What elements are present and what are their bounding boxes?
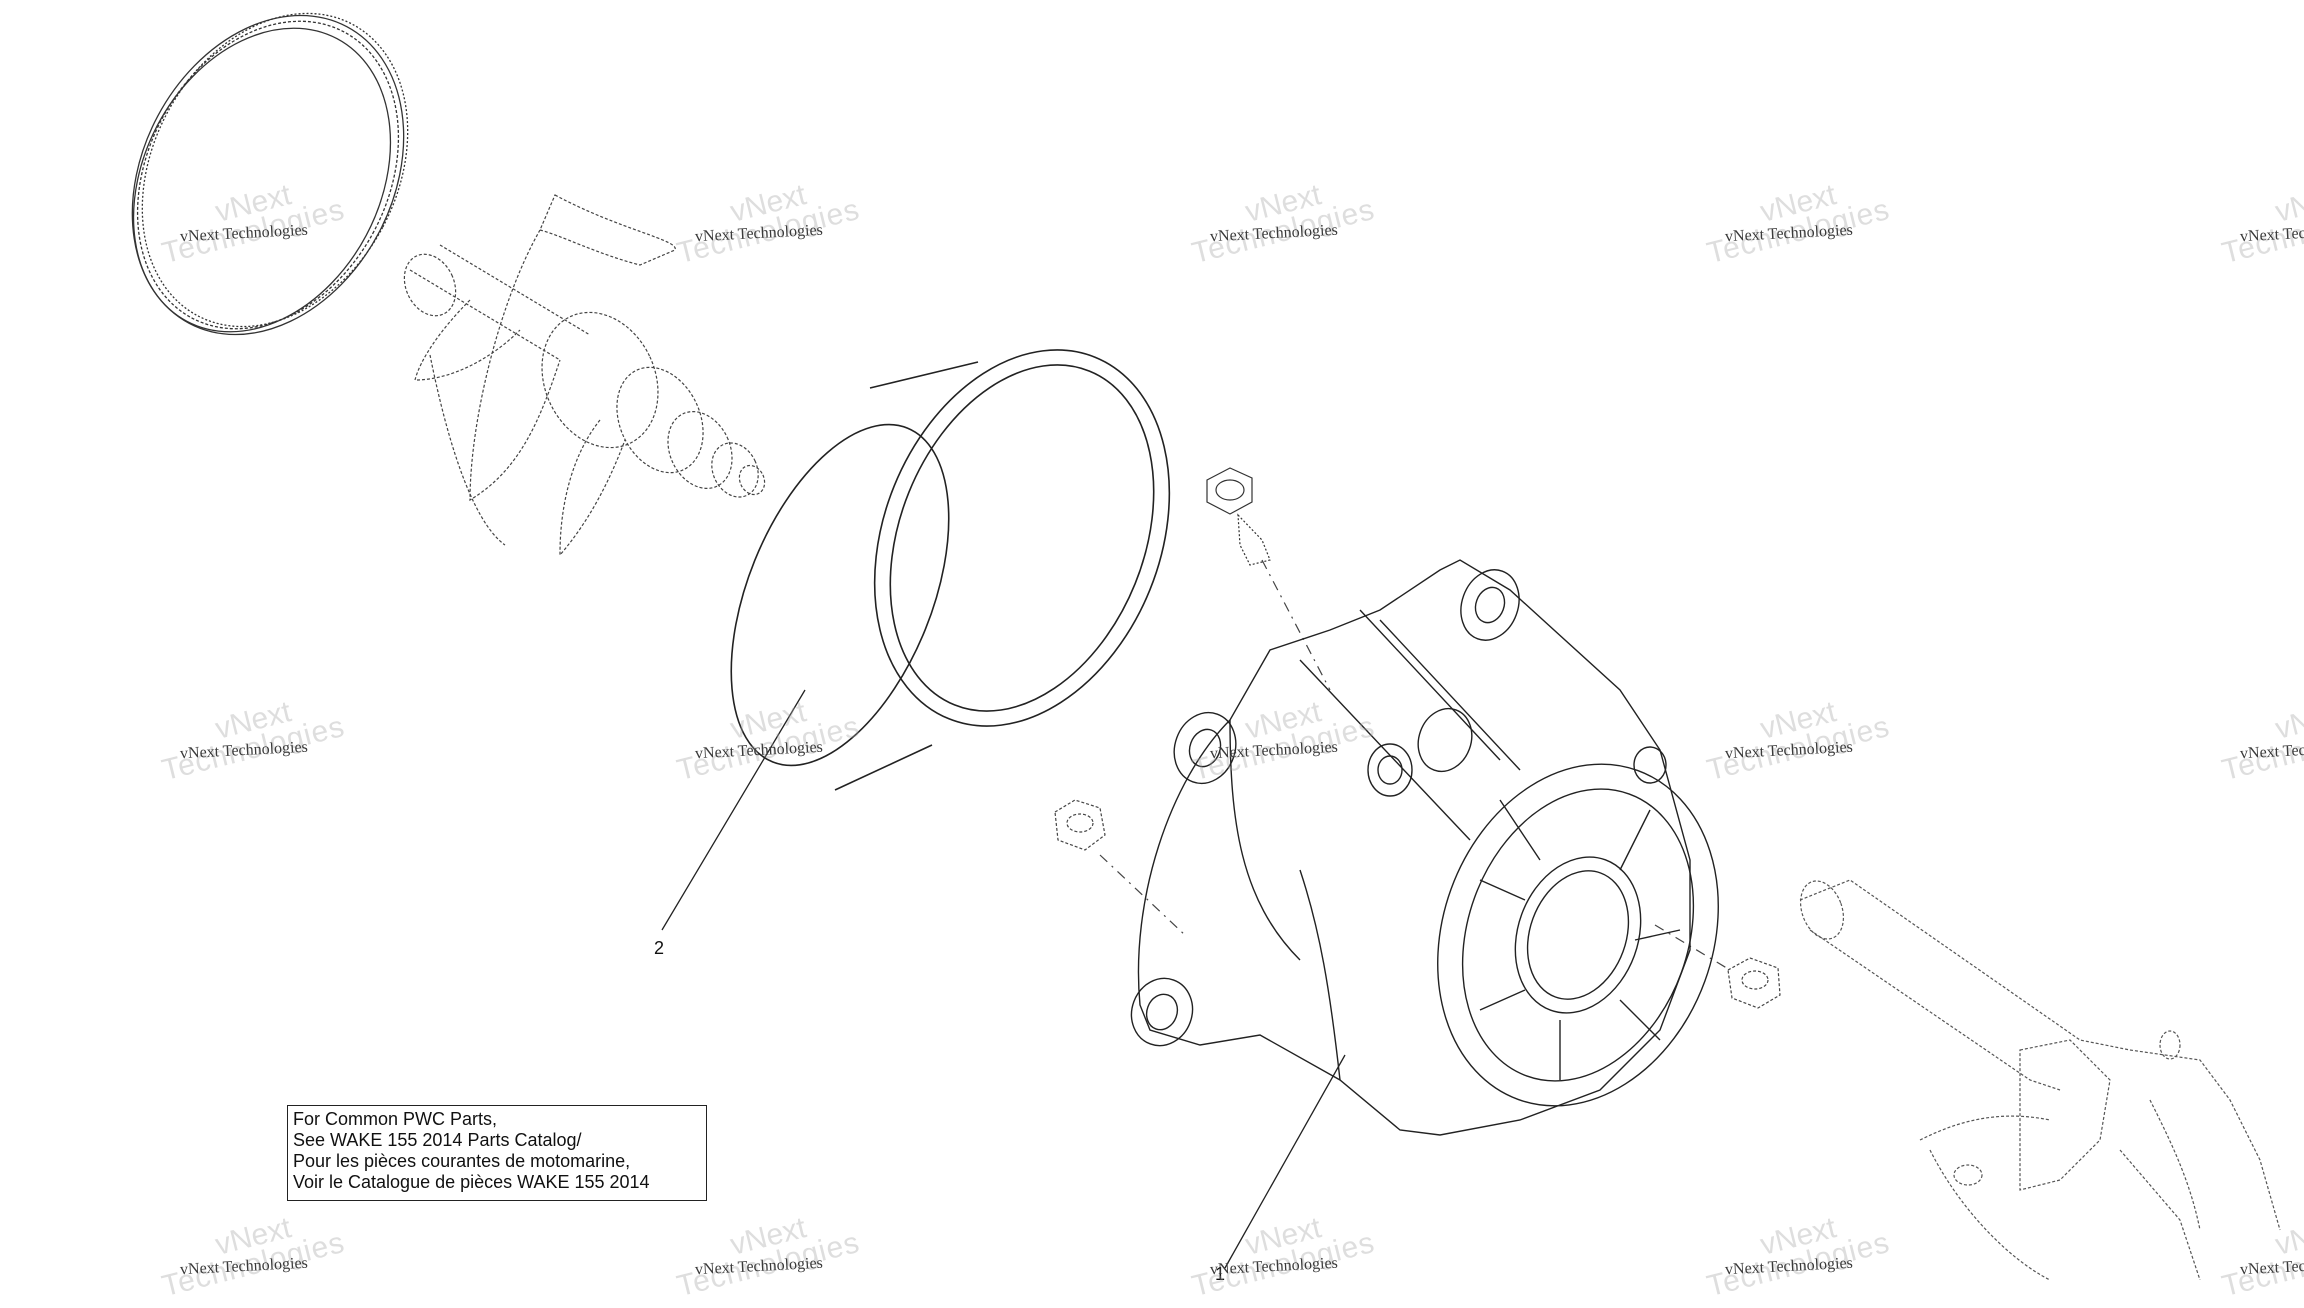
leader-line-1 bbox=[1224, 1054, 1346, 1269]
pump-housing-part bbox=[1130, 559, 1719, 1136]
note-line-3: Pour les pièces courantes de motomarine, bbox=[293, 1151, 631, 1171]
callout-2: 2 bbox=[654, 938, 665, 958]
axis-line-right bbox=[1654, 924, 1731, 971]
note-line-1: For Common PWC Parts, bbox=[293, 1109, 498, 1129]
parts-diagram-canvas: 2 1 For Common PWC Parts, See WAKE 155 2… bbox=[131, 12, 2304, 1303]
fill-plug-part bbox=[1206, 467, 1271, 566]
leader-line-2 bbox=[661, 689, 806, 931]
exploded-view-drawing bbox=[131, 12, 2281, 1280]
note-line-4: Voir le Catalogue de pièces WAKE 155 201… bbox=[293, 1172, 650, 1192]
axis-line-top bbox=[1261, 559, 1331, 691]
sleeve-part bbox=[730, 349, 1171, 791]
wear-ring-part bbox=[131, 12, 409, 336]
axis-line-left bbox=[1099, 854, 1186, 936]
impeller-part bbox=[403, 194, 766, 557]
nut-left-part bbox=[1054, 799, 1106, 851]
catalog-note-box: For Common PWC Parts, See WAKE 155 2014 … bbox=[287, 1105, 707, 1201]
note-line-2: See WAKE 155 2014 Parts Catalog/ bbox=[293, 1130, 582, 1150]
callout-1: 1 bbox=[1215, 1264, 1226, 1284]
nozzle-part bbox=[1799, 879, 2281, 1280]
nut-right-part bbox=[1727, 957, 1781, 1009]
